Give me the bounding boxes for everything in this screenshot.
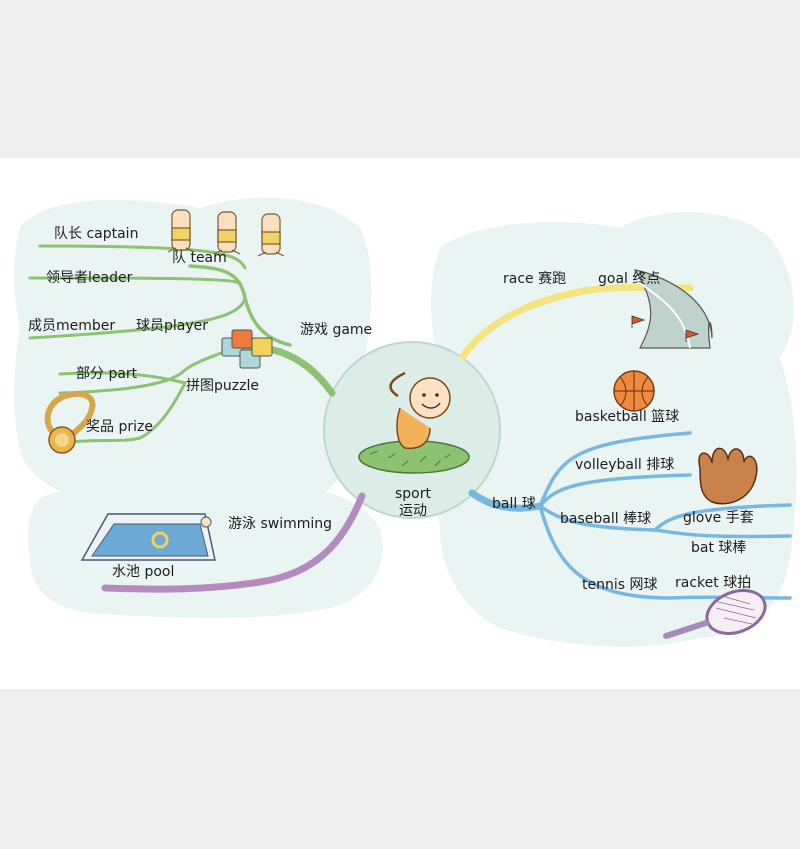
tennis-label: tennis 网球 [582,577,658,593]
team-figures-icon [167,209,285,257]
team-item-member: 成员member [28,318,116,334]
bat-label: bat 球棒 [691,540,747,556]
swimming-pool-icon [80,513,216,561]
pool-label: 水池 pool [112,564,175,580]
volleyball-label: volleyball 排球 [575,457,675,473]
glove-label: glove 手套 [683,510,754,526]
finish-line-icon [631,269,713,349]
team-item-player: 球员player [136,318,209,334]
center-title: sport 运动 [388,486,438,520]
puzzle-item-part: 部分 part [76,366,138,382]
team-label: 队 team [172,250,227,266]
goal-label: goal 终点 [598,271,661,287]
baseball-label: baseball 棒球 [560,511,652,527]
ball-label: ball 球 [492,496,536,512]
baseball-glove-icon [698,447,758,505]
center-title-en: sport [395,486,431,502]
basketball-icon [613,370,655,412]
swimming-branch-line [101,492,366,593]
race-label: race 赛跑 [503,271,567,287]
racket-label: racket 球拍 [675,575,752,591]
swimming-label: 游泳 swimming [228,516,333,532]
puzzle-label: 拼图puzzle [186,378,259,394]
medal-icon [44,390,96,454]
tennis-racket-icon [663,589,767,639]
mind-map-canvas: sport 运动 游戏 game 队 team 队长 captain 领导者le… [0,158,800,689]
puzzle-icon [221,329,273,369]
basketball-label: basketball 篮球 [575,409,680,425]
game-label: 游戏 game [300,322,373,338]
kid-icon [358,371,470,474]
team-item-captain: 队长 captain [54,226,139,242]
puzzle-item-prize: 奖品 prize [86,419,153,435]
mind-map-graphic [14,197,797,647]
center-title-zh: 运动 [399,503,427,519]
team-item-leader: 领导者leader [46,270,133,286]
